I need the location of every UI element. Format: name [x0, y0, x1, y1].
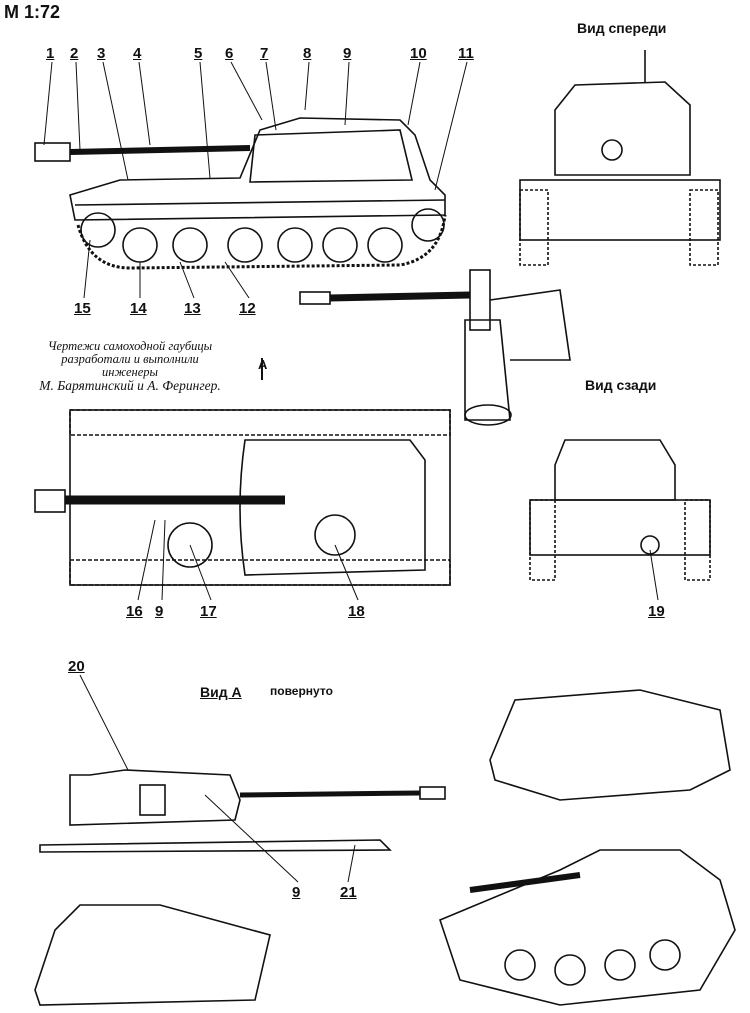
scale-label: М 1:72 [4, 2, 61, 22]
callout-8: 8 [303, 45, 312, 62]
caption: Чертежи самоходной гаубицы разработали и… [20, 339, 240, 393]
callout-14: 14 [130, 300, 147, 317]
front-view-drawing [519, 50, 721, 266]
caption-line: Чертежи самоходной гаубицы [47, 339, 213, 353]
callout-3: 3 [97, 45, 106, 62]
gun-mount-drawing [299, 269, 571, 426]
callout-21: 21 [340, 884, 357, 901]
callout-5: 5 [194, 45, 203, 62]
callout-6: 6 [225, 45, 234, 62]
callout-9: 9 [343, 45, 352, 62]
callout-4: 4 [133, 45, 142, 62]
callout-13: 13 [184, 300, 201, 317]
rear-view-title: Вид сзади [585, 377, 657, 393]
callout-19: 19 [648, 603, 665, 620]
view-a-drawing [39, 769, 446, 853]
callout-9-view-a: 9 [292, 884, 301, 901]
rotated-label: повернуто [270, 684, 333, 698]
hull-perspective-sketch [34, 904, 271, 1006]
callout-1: 1 [46, 45, 55, 62]
callout-17: 17 [200, 603, 217, 620]
rear-view-drawing [529, 439, 711, 581]
view-a-arrow-label: А [258, 357, 268, 372]
callout-12: 12 [239, 300, 256, 317]
callout-7: 7 [260, 45, 269, 62]
callout-11: 11 [458, 45, 474, 62]
caption-line: М. Барятинский и А. Ферингер. [39, 378, 221, 393]
turret-perspective-sketch [489, 689, 731, 801]
view-a-title: Вид А [200, 684, 242, 700]
callout-leaders [43, 61, 659, 883]
callout-15: 15 [74, 300, 91, 317]
callout-9-top: 9 [155, 603, 164, 620]
callout-16: 16 [126, 603, 143, 620]
callout-18: 18 [348, 603, 365, 620]
vehicle-perspective-sketch [439, 849, 736, 1006]
side-view-drawing [34, 117, 447, 270]
top-view-drawing [34, 409, 451, 586]
callout-2: 2 [70, 45, 79, 62]
caption-line: разработали и выполнили [61, 352, 199, 366]
caption-line: инженеры [102, 365, 158, 379]
callout-20: 20 [68, 658, 85, 675]
front-view-title: Вид спереди [577, 20, 667, 36]
callout-10: 10 [410, 45, 427, 62]
